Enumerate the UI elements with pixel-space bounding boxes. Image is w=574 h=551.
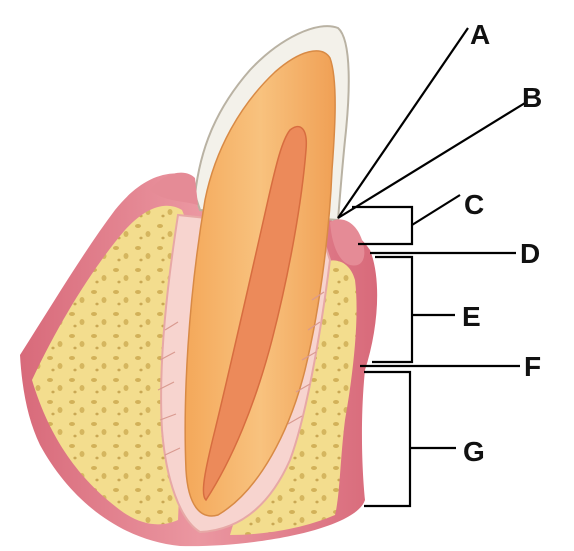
leader-line-b [338, 103, 525, 218]
label-b: B [522, 82, 542, 113]
label-e: E [462, 301, 481, 332]
leader-line-a [338, 28, 468, 218]
leader-line-c [412, 195, 460, 225]
label-a: A [470, 19, 490, 50]
label-f: F [524, 351, 541, 382]
bracket-g [364, 372, 410, 506]
bracket-e [372, 257, 412, 362]
label-c: C [464, 189, 484, 220]
label-g: G [463, 436, 485, 467]
label-d: D [520, 238, 540, 269]
